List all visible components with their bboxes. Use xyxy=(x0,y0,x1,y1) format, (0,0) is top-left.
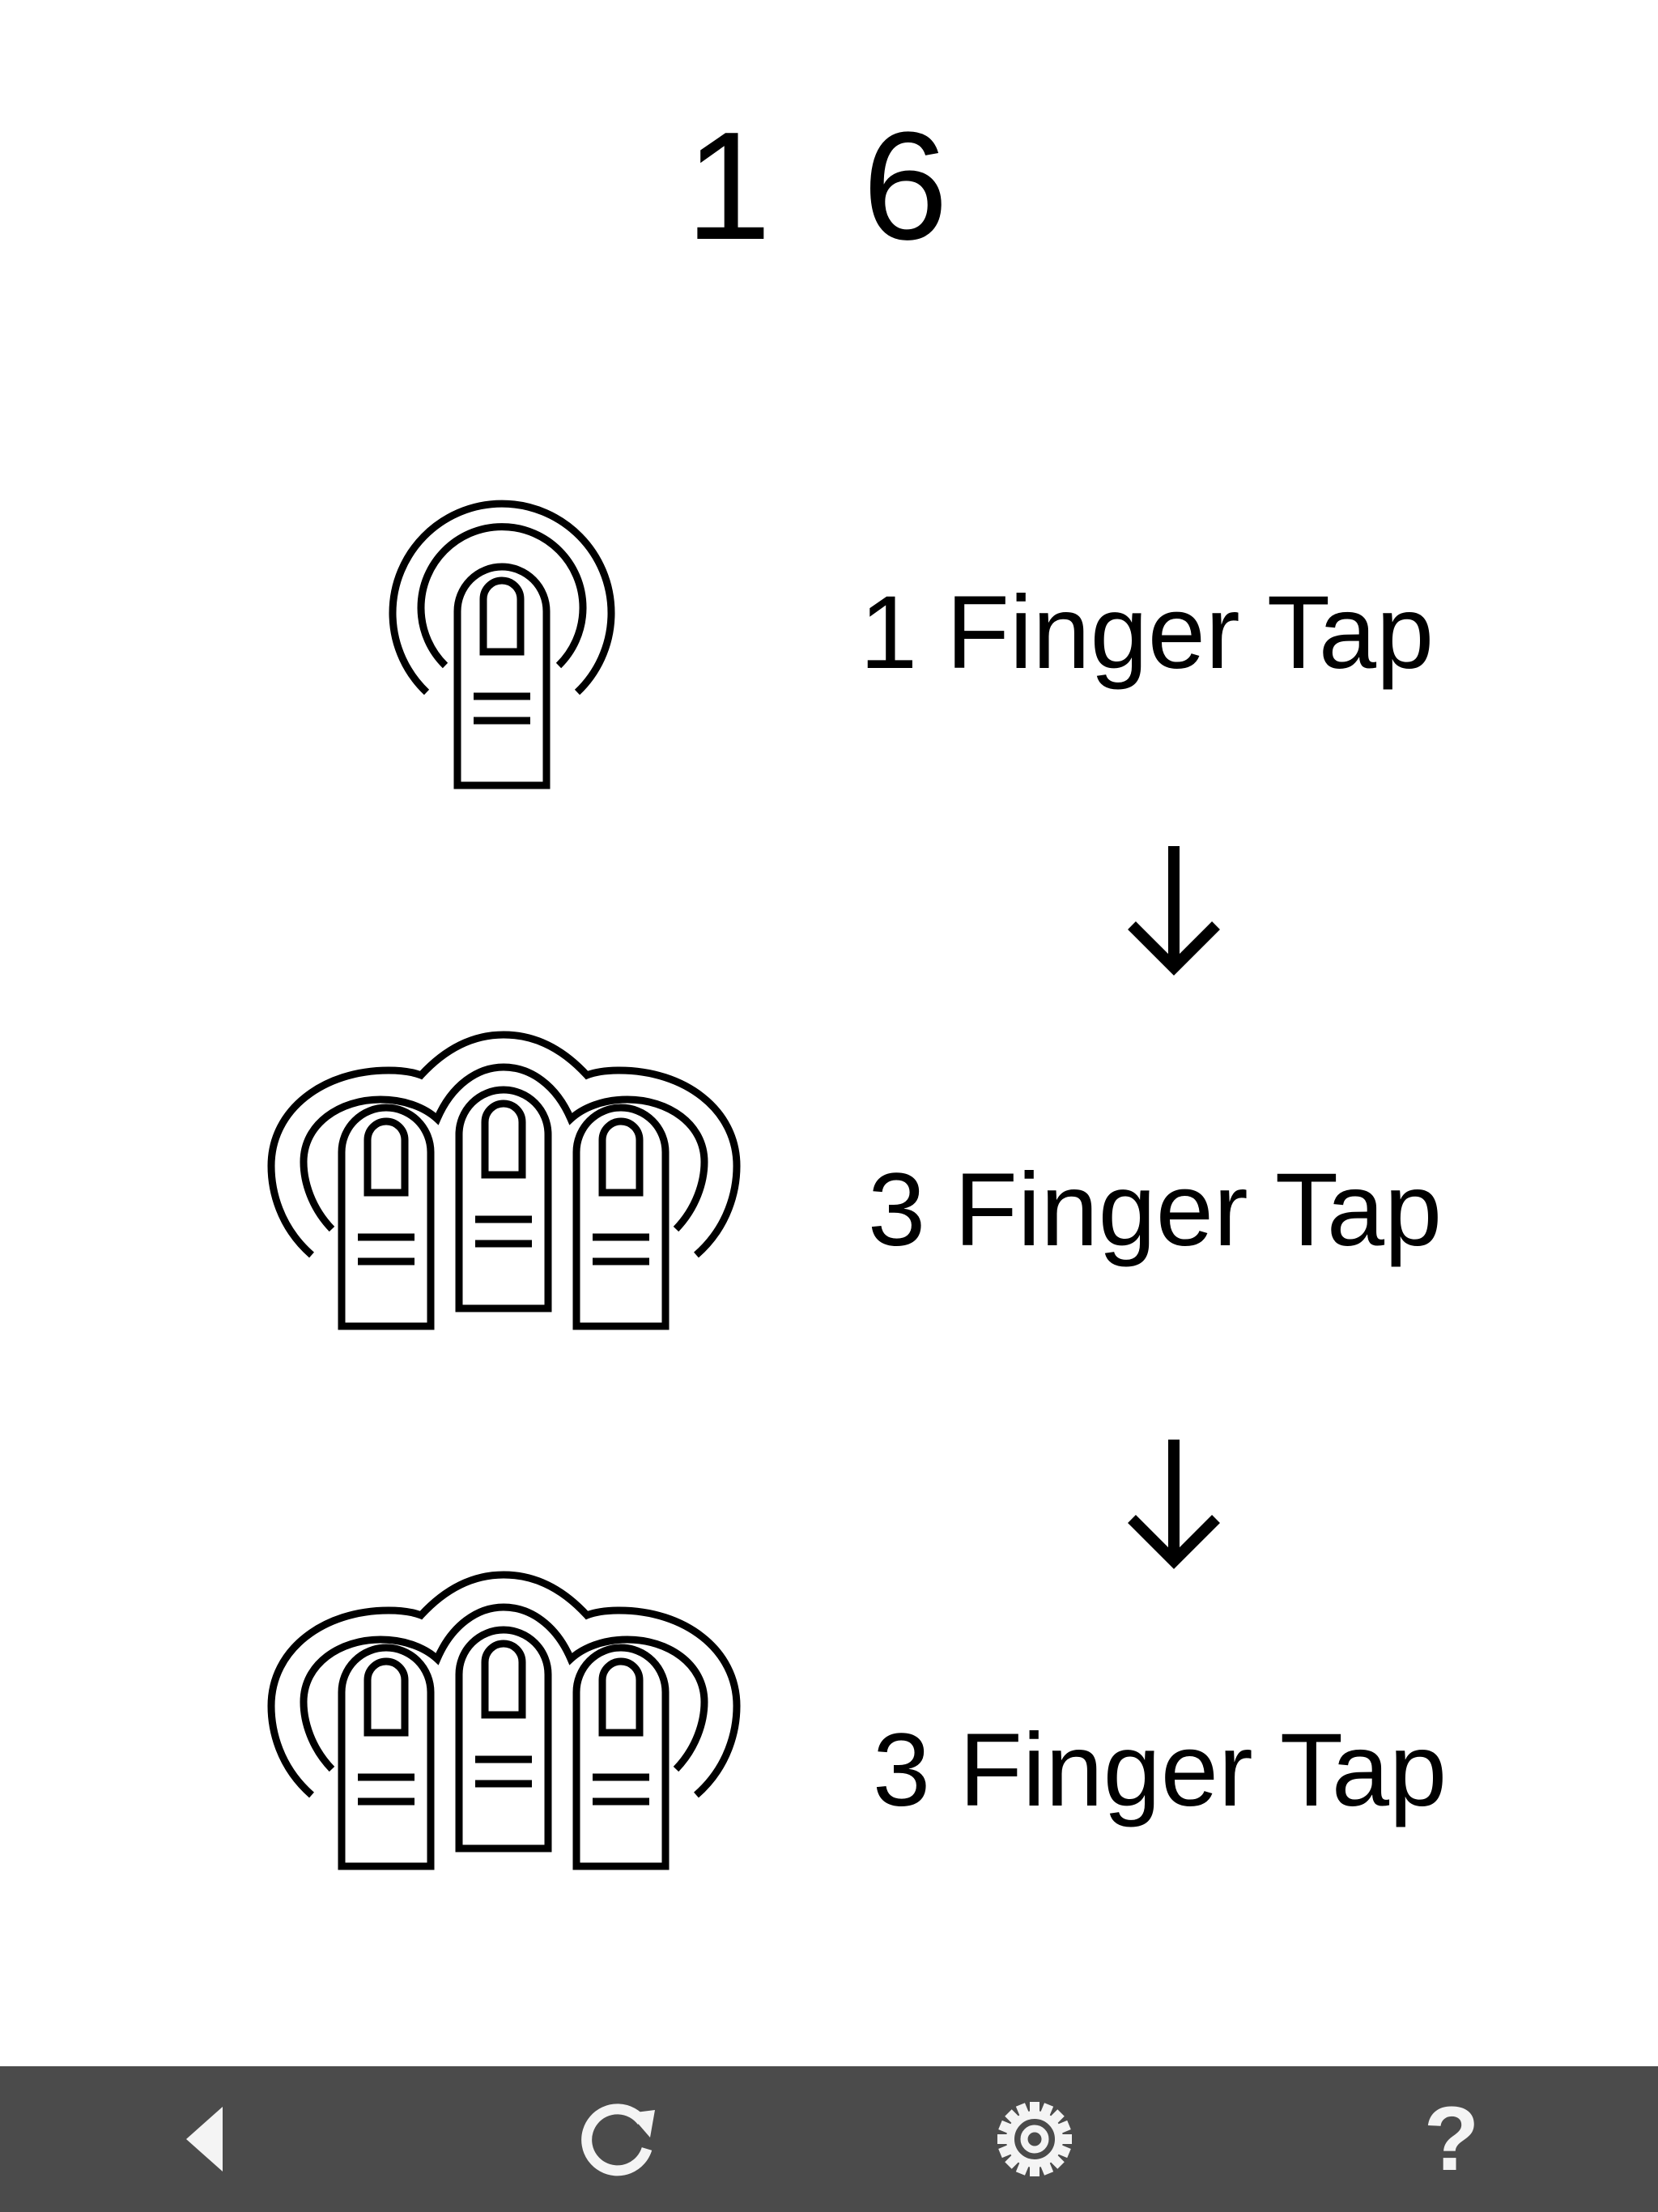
step-label-3: 3 Finger Tap xyxy=(873,1712,1448,1828)
arrow-down-icon xyxy=(1128,846,1220,976)
one-finger-tap-icon xyxy=(389,500,615,793)
back-button[interactable] xyxy=(125,2066,287,2212)
arrow-down-icon xyxy=(1128,1440,1220,1569)
restart-button[interactable] xyxy=(538,2066,700,2212)
settings-button[interactable] xyxy=(954,2066,1116,2212)
back-triangle-icon xyxy=(186,2107,223,2172)
help-icon: ? xyxy=(1423,2088,1480,2189)
three-finger-tap-icon xyxy=(267,1571,741,1876)
step-label-1: 1 Finger Tap xyxy=(860,575,1435,691)
gear-icon xyxy=(997,2102,1072,2176)
restart-icon xyxy=(581,2104,655,2176)
three-finger-tap-icon xyxy=(267,1031,741,1336)
level-number: 1 6 xyxy=(685,100,973,272)
bottom-toolbar: ? xyxy=(0,2066,1658,2212)
help-button[interactable]: ? xyxy=(1371,2066,1533,2212)
step-label-2: 3 Finger Tap xyxy=(868,1152,1443,1268)
